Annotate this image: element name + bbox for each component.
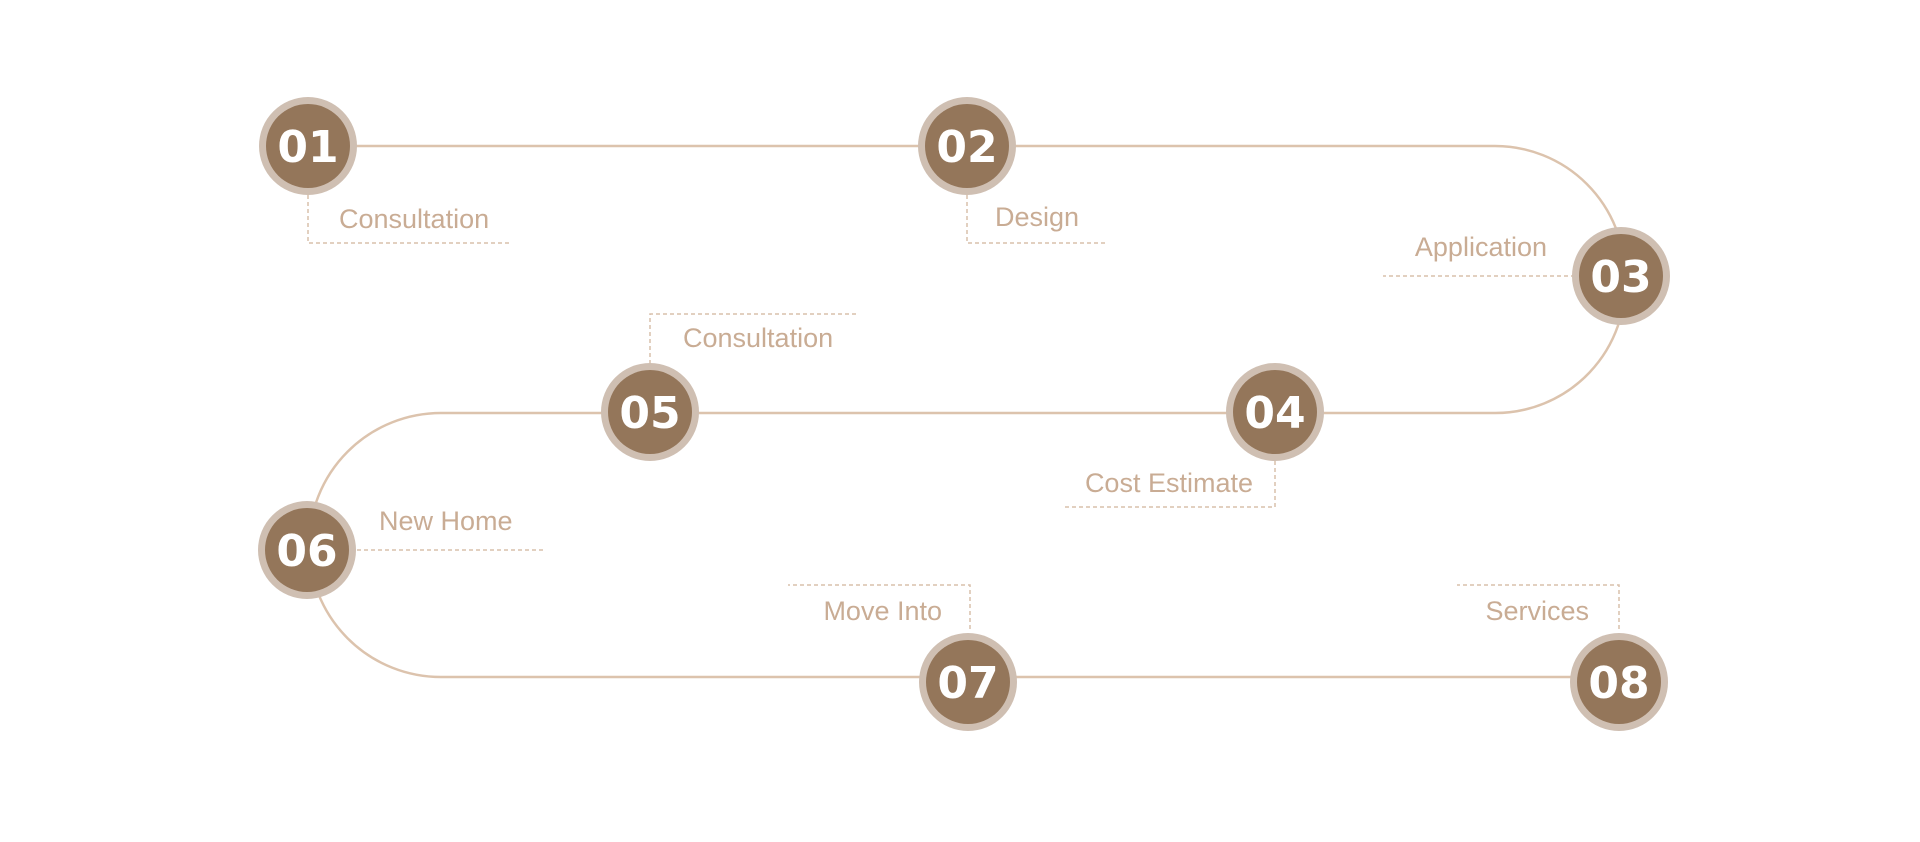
leader-line-04: [1062, 461, 1276, 508]
process-path: [307, 144, 1627, 679]
step-label-05: Consultation: [683, 323, 833, 353]
step-node-04: 04: [1226, 363, 1324, 461]
step-node-01: 01: [259, 97, 357, 195]
leader-line-05: [649, 313, 858, 364]
step-number: 03: [1590, 252, 1651, 303]
step-number: 01: [277, 122, 338, 173]
step-number: 02: [936, 122, 997, 173]
leader-line-02: [966, 195, 1108, 244]
leader-line-08: [1457, 584, 1620, 629]
step-circle: [925, 104, 1009, 188]
step-circle: [266, 104, 350, 188]
leader-line-07: [788, 584, 971, 629]
step-label-03: Application: [1415, 232, 1547, 262]
leader-line-01: [307, 195, 510, 244]
step-node-03: 03: [1572, 227, 1670, 325]
step-number: 08: [1588, 658, 1649, 709]
step-circle: [1577, 640, 1661, 724]
step-node-02: 02: [918, 97, 1016, 195]
step-circle: [1579, 234, 1663, 318]
step-number: 05: [619, 388, 680, 439]
leader-lines: [307, 195, 1620, 629]
step-node-08: 08: [1570, 633, 1668, 731]
step-circle: [608, 370, 692, 454]
step-number: 06: [276, 526, 337, 577]
step-node-06: 06: [258, 501, 356, 599]
step-number: 07: [937, 658, 998, 709]
step-node-07: 07: [919, 633, 1017, 731]
step-label-04: Cost Estimate: [1085, 468, 1253, 498]
step-label-08: Services: [1485, 596, 1589, 626]
step-label-06: New Home: [379, 506, 513, 536]
step-circle: [1233, 370, 1317, 454]
step-node-05: 05: [601, 363, 699, 461]
step-label-02: Design: [995, 202, 1079, 232]
step-number: 04: [1244, 388, 1305, 439]
step-circle: [926, 640, 1010, 724]
step-label-01: Consultation: [339, 204, 489, 234]
step-label-07: Move Into: [823, 596, 942, 626]
step-circle: [265, 508, 349, 592]
